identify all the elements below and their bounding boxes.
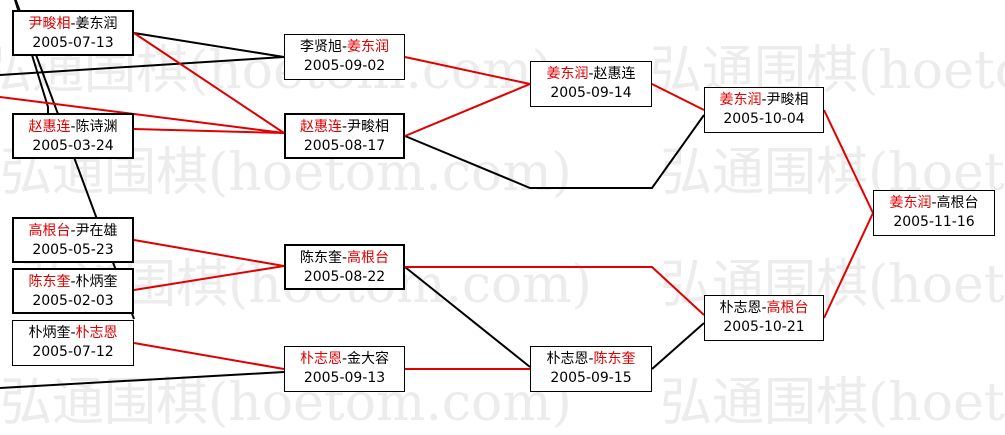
game-box: 陈东奎-朴炳奎 2005-02-03 <box>12 268 134 314</box>
bracket-line <box>133 32 285 58</box>
player-left: 朴志恩 <box>719 300 762 316</box>
game-date: 2005-09-15 <box>550 370 632 386</box>
player-right: 高根台 <box>766 300 809 316</box>
game-date: 2005-10-04 <box>723 111 805 127</box>
bracket-line <box>133 265 285 291</box>
player-right: 朴志恩 <box>75 325 118 341</box>
game-players: 赵惠连-陈诗渊 <box>28 119 118 135</box>
game-date: 2005-02-03 <box>32 293 114 309</box>
player-right: 朴炳奎 <box>75 274 118 290</box>
final-game-box: 姜东润-高根台 2005-11-16 <box>873 190 995 236</box>
game-box: 朴志恩-陈东奎 2005-09-15 <box>530 346 652 392</box>
player-left: 高根台 <box>28 223 71 239</box>
player-right: 尹在雄 <box>75 223 118 239</box>
player-left: 朴志恩 <box>546 351 589 367</box>
game-players: 陈东奎-高根台 <box>299 250 390 266</box>
game-players: 朴炳奎-朴志恩 <box>28 325 118 341</box>
game-date: 2005-10-21 <box>723 319 805 335</box>
bracket-line <box>404 266 531 368</box>
game-players: 朴志恩-陈东奎 <box>546 351 636 367</box>
game-box: 李贤旭-姜东润 2005-09-02 <box>284 34 405 80</box>
bracket-line <box>0 371 285 389</box>
player-left: 朴志恩 <box>299 351 342 367</box>
game-players: 高根台-尹在雄 <box>28 223 118 239</box>
game-players: 李贤旭-姜东润 <box>299 39 390 55</box>
player-left: 陈东奎 <box>299 250 342 266</box>
player-right: 姜东润 <box>75 16 118 32</box>
bracket-line <box>651 322 705 370</box>
player-left: 姜东润 <box>546 66 589 82</box>
game-box: 朴志恩-高根台 2005-10-21 <box>704 295 824 341</box>
game-date: 2005-09-14 <box>550 85 632 101</box>
player-right: 尹畯相 <box>347 119 390 135</box>
game-box: 姜东润-尹畯相 2005-10-04 <box>704 87 824 133</box>
bracket-line <box>133 342 285 370</box>
player-left: 李贤旭 <box>299 39 342 55</box>
game-box: 姜东润-赵惠连 2005-09-14 <box>530 61 652 107</box>
player-left: 赵惠连 <box>28 119 71 135</box>
game-players: 姜东润-高根台 <box>889 195 979 211</box>
bracket-line <box>133 239 285 267</box>
player-left: 姜东润 <box>719 92 762 108</box>
game-box: 朴炳奎-朴志恩 2005-07-12 <box>12 320 134 366</box>
player-left: 赵惠连 <box>299 119 342 135</box>
game-date: 2005-03-24 <box>32 138 114 154</box>
player-right: 赵惠连 <box>593 66 636 82</box>
player-left: 尹畯相 <box>28 16 71 32</box>
player-right: 高根台 <box>347 250 390 266</box>
game-players: 姜东润-赵惠连 <box>546 66 636 82</box>
bracket-line <box>823 212 874 319</box>
player-right: 金大容 <box>347 351 390 367</box>
player-right: 尹畯相 <box>766 92 809 108</box>
player-left: 姜东润 <box>889 195 932 211</box>
bracket-line <box>404 83 531 137</box>
game-date: 2005-07-12 <box>32 344 114 360</box>
player-left: 朴炳奎 <box>28 325 71 341</box>
game-players: 尹畯相-姜东润 <box>28 16 118 32</box>
game-players: 赵惠连-尹畯相 <box>299 119 390 135</box>
game-players: 陈东奎-朴炳奎 <box>28 274 118 290</box>
game-box: 赵惠连-陈诗渊 2005-03-24 <box>12 113 134 159</box>
bracket-line <box>133 128 285 134</box>
bracket-line <box>0 56 285 76</box>
player-right: 姜东润 <box>347 39 390 55</box>
player-right: 高根台 <box>936 195 979 211</box>
bracket-line <box>0 96 285 134</box>
game-date: 2005-11-16 <box>893 214 975 230</box>
game-date: 2005-08-17 <box>303 138 386 154</box>
bracket-line <box>404 56 531 85</box>
bracket-line <box>651 83 705 111</box>
game-date: 2005-05-23 <box>32 242 114 258</box>
game-players: 姜东润-尹畯相 <box>719 92 809 108</box>
game-box: 赵惠连-尹畯相 2005-08-17 <box>284 113 405 159</box>
game-box: 高根台-尹在雄 2005-05-23 <box>12 217 134 263</box>
player-right: 陈东奎 <box>593 351 636 367</box>
bracket-line <box>405 266 705 316</box>
game-box: 尹畯相-姜东润 2005-07-13 <box>12 10 134 56</box>
player-right: 陈诗渊 <box>75 119 118 135</box>
game-box: 陈东奎-高根台 2005-08-22 <box>284 244 405 290</box>
game-date: 2005-08-22 <box>303 269 386 285</box>
game-date: 2005-09-13 <box>303 370 386 386</box>
game-date: 2005-09-02 <box>303 58 386 74</box>
bracket-line <box>133 32 285 134</box>
game-players: 朴志恩-高根台 <box>719 300 809 316</box>
game-box: 朴志恩-金大容 2005-09-13 <box>284 346 405 392</box>
bracket-line <box>404 114 705 189</box>
bracket-line <box>823 109 874 214</box>
player-left: 陈东奎 <box>28 274 71 290</box>
game-players: 朴志恩-金大容 <box>299 351 390 367</box>
game-date: 2005-07-13 <box>32 35 114 51</box>
